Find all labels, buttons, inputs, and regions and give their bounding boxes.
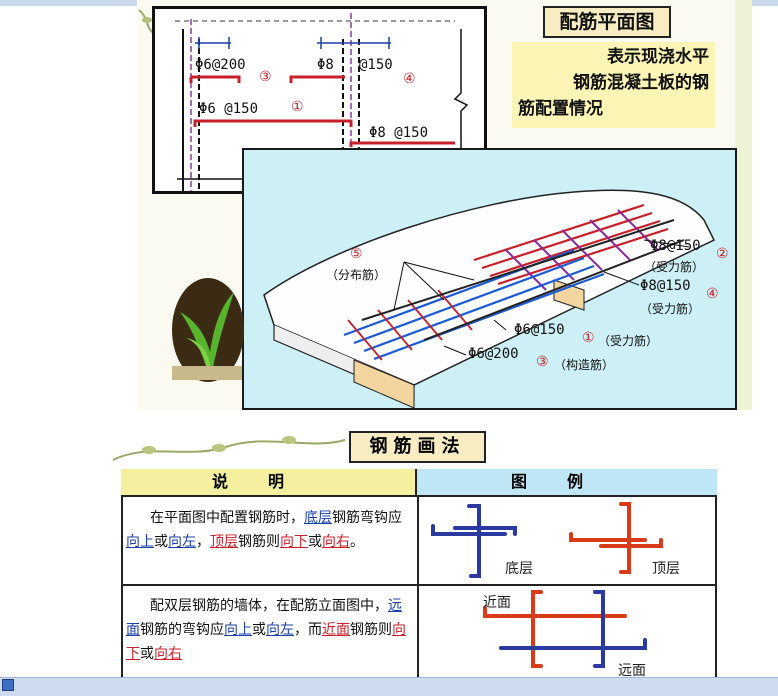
plan-description: 表示现浇水平 钢筋混凝土板的钢 筋配置情况: [512, 42, 715, 128]
iso-tag-2-num: ②: [716, 246, 729, 262]
row1-text-6: 或: [308, 534, 322, 550]
row1-left: 向左: [168, 534, 196, 550]
col-header-legend: 图例: [417, 469, 717, 497]
app-icon[interactable]: [2, 679, 14, 691]
row1-text-3: 或: [154, 534, 168, 550]
plan-label-1-num: ③: [259, 69, 272, 85]
plan-label-2: Φ8: [317, 57, 334, 73]
iso-tag-3-sub: （构造筋）: [554, 358, 615, 372]
row1-bottom: 底层: [304, 510, 332, 526]
row1-text-1: 在平面图中配置钢筋时，: [150, 510, 304, 526]
iso-tag-2-sub: （受力筋）: [644, 260, 705, 274]
legend-far-label: 远面: [618, 663, 646, 679]
row2-text-6: 或: [140, 646, 154, 662]
plan-label-3: @150: [359, 57, 393, 73]
row2-far: 远面: [126, 598, 402, 638]
row2-up: 向上: [224, 622, 252, 638]
row2-text-3: 或: [252, 622, 266, 638]
iso-tag-4: Φ8@150: [640, 278, 691, 294]
rebar-drawing-title: 钢筋画法: [349, 431, 486, 463]
iso-tag-2: Φ8@150: [650, 238, 701, 254]
legend-bottom-label: 底层: [505, 561, 533, 577]
plan-label-5: Φ8 @150: [369, 125, 429, 141]
row1-right: 向右: [322, 534, 350, 550]
row1-up: 向上: [126, 534, 154, 550]
desc-line-2: 钢筋混凝土板的钢: [573, 73, 709, 93]
legend-hooks-row2: [483, 590, 647, 668]
legend-hooks-row1: [431, 502, 663, 578]
plan-title: 配筋平面图: [543, 6, 671, 38]
desc-line-3: 筋配置情况: [518, 99, 603, 119]
row2-text-5: 钢筋则: [350, 622, 392, 638]
col-header-description: 说明: [121, 469, 417, 497]
iso-tag-4-sub: （受力筋）: [640, 302, 701, 316]
iso-tag-1-sub: （受力筋）: [598, 334, 659, 348]
plan-label-3-num: ④: [403, 71, 416, 87]
slide-top-edge: [735, 0, 752, 410]
legend-top-label: 顶层: [652, 561, 680, 577]
plan-label-4: Φ6 @150: [199, 101, 259, 117]
slab-isometric-drawing: ⑤ （分布筋） Φ8@150 ② （受力筋） Φ8@150 ④ （受力筋） Φ6…: [242, 148, 737, 410]
row2-left: 向左: [266, 622, 294, 638]
row2-text-4: ，而: [294, 622, 322, 638]
row2-near: 近面: [322, 622, 350, 638]
iso-tag-1-num: ①: [582, 330, 595, 346]
iso-tag-3-num: ③: [536, 354, 549, 370]
iso-tag-3: Φ6@200: [468, 346, 519, 362]
table-divider-v: [417, 497, 419, 685]
iso-label-5-num: ⑤: [350, 246, 363, 262]
row1-top: 顶层: [210, 534, 238, 550]
row2-right: 向右: [154, 646, 182, 662]
plan-label-4-num: ①: [291, 99, 304, 115]
rebar-plan-drawing: Φ6@200 ③ Φ8 @150 ④ Φ6 @150 ① Φ8 @150 ②: [152, 6, 487, 194]
iso-tag-4-num: ④: [706, 286, 719, 302]
row1-text-2: 钢筋弯钩应: [332, 510, 402, 526]
row1-description: 在平面图中配置钢筋时，底层钢筋弯钩应向上或向左，顶层钢筋则向下或向右。: [126, 506, 412, 554]
plant-image: [172, 278, 244, 382]
legend-near-label: 近面: [483, 595, 511, 611]
vine-decoration-bottom: [112, 436, 346, 461]
row1-text-5: 钢筋则: [238, 534, 280, 550]
desc-line-1: 表示现浇水平: [607, 47, 709, 67]
row2-text-1: 配双层钢筋的墙体，在配筋立面图中，: [150, 598, 388, 614]
row1-text-4: ，: [196, 534, 210, 550]
table-divider-h: [121, 584, 717, 586]
plan-label-1: Φ6@200: [195, 57, 246, 73]
row1-down: 向下: [280, 534, 308, 550]
taskbar: [0, 677, 778, 696]
iso-tag-1: Φ6@150: [514, 322, 565, 338]
row2-text-2: 钢筋的弯钩应: [140, 622, 224, 638]
iso-label-5-text: （分布筋）: [326, 268, 387, 282]
row2-down: 向下: [126, 622, 406, 662]
row1-text-7: 。: [350, 534, 364, 550]
row2-description: 配双层钢筋的墙体，在配筋立面图中，远面钢筋的弯钩应向上或向左，而近面钢筋则向下或…: [126, 594, 412, 678]
